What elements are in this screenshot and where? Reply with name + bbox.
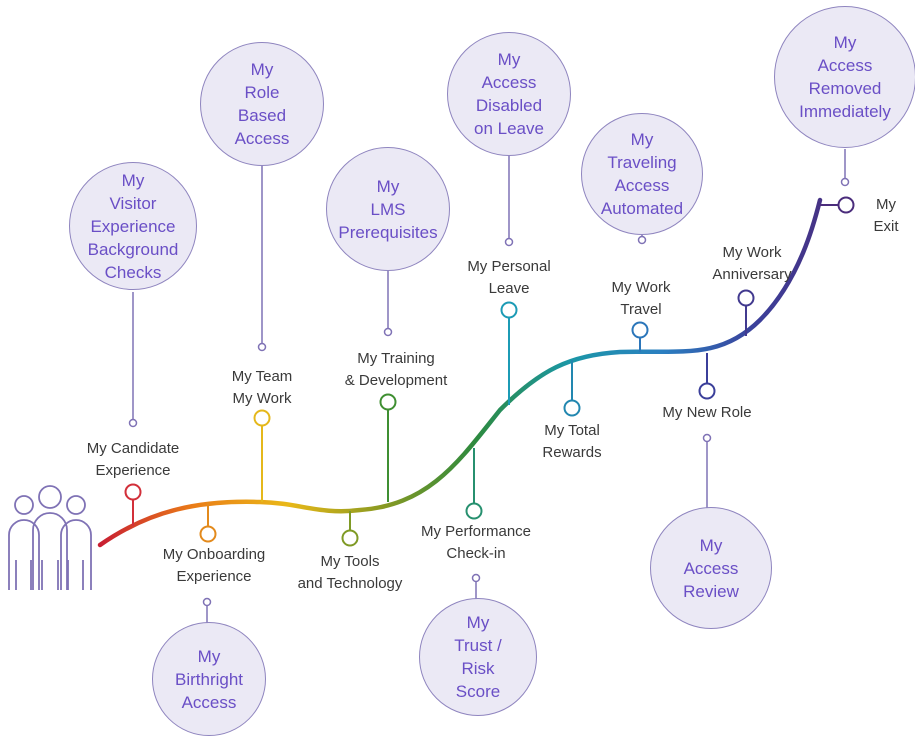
milestone-team xyxy=(253,409,271,502)
milestone-training xyxy=(379,393,397,502)
milestone-label-personal-leave: My Personal Leave xyxy=(467,258,551,297)
milestone-label-new-role: My New Role xyxy=(662,404,752,421)
milestone-anniversary xyxy=(737,289,755,336)
stem-ends xyxy=(128,177,850,607)
milestone-label-team: My Team My Work xyxy=(231,368,293,407)
bubble-visitor-background-checks: My Visitor Experience Background Checks xyxy=(69,162,197,290)
bubble-lms-prerequisites: My LMS Prerequisites xyxy=(326,147,450,271)
milestone-label-exit: My Exit xyxy=(873,196,899,235)
milestone-tools xyxy=(341,511,359,547)
milestone-label-candidate: My Candidate Experience xyxy=(86,440,180,479)
milestone-label-work-travel: My Work Travel xyxy=(611,279,671,318)
bubble-access-disabled-on-leave: My Access Disabled on Leave xyxy=(447,32,571,156)
milestone-work-travel xyxy=(631,321,649,352)
bubble-traveling-access-automated: My Traveling Access Automated xyxy=(581,113,703,235)
milestone-new-role xyxy=(698,353,716,400)
milestone-total-rewards xyxy=(563,360,581,417)
milestone-personal-leave xyxy=(500,301,518,405)
milestone-performance xyxy=(465,448,483,520)
milestone-label-total-rewards: My Total Rewards xyxy=(542,422,602,461)
milestone-exit xyxy=(820,196,855,214)
milestone-label-performance: My Performance Check-in xyxy=(420,523,532,562)
milestone-label-training: My Training & Development xyxy=(344,350,448,389)
milestone-label-onboarding: My Onboarding Experience xyxy=(162,546,266,585)
bubble-trust-risk-score: My Trust / Risk Score xyxy=(419,598,537,716)
group-of-people-icon xyxy=(8,485,92,590)
milestone-onboarding xyxy=(199,502,217,543)
bubble-access-removed-immediately: My Access Removed Immediately xyxy=(774,6,915,148)
milestone-candidate xyxy=(124,483,142,526)
milestone-label-anniversary: My Work Anniversary xyxy=(712,244,792,283)
bubble-role-based-access: My Role Based Access xyxy=(200,42,324,166)
milestone-label-tools: My Tools and Technology xyxy=(297,553,403,592)
milestone-markers xyxy=(124,196,855,547)
bubble-access-review: My Access Review xyxy=(650,507,772,629)
bubble-birthright-access: My Birthright Access xyxy=(152,622,266,736)
journey-path xyxy=(97,197,823,548)
